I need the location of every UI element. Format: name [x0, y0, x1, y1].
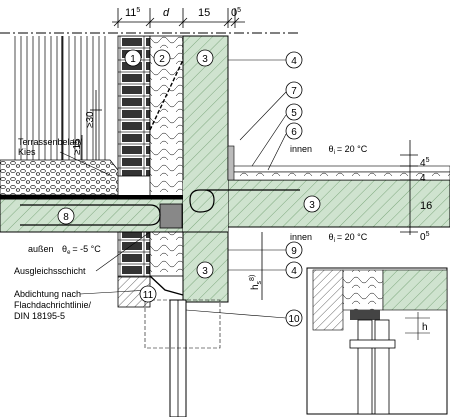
- label-abdichtung-3: DIN 18195-5: [14, 311, 65, 321]
- sealing-membrane: [0, 195, 183, 199]
- dim-15: 15: [198, 7, 210, 19]
- floor-finish: [231, 165, 450, 173]
- terrace-gravel: [0, 159, 119, 196]
- marker-4b: 4: [285, 261, 303, 279]
- label-ausgleich: Ausgleichsschicht: [14, 266, 86, 276]
- marker-3b: 3: [303, 195, 321, 213]
- interior-slab: [227, 179, 450, 228]
- marker-10: 10: [285, 309, 303, 327]
- dim-d: d: [163, 7, 170, 19]
- label-abdichtung-2: Flachdachrichtlinie/: [14, 300, 92, 310]
- marker-3a: 3: [196, 49, 214, 67]
- svg-text:4: 4: [291, 266, 297, 277]
- svg-text:4: 4: [291, 56, 297, 67]
- dim-16: 16: [420, 200, 432, 212]
- label-inside-temp-lower: innen θi= 20 °C: [290, 232, 368, 244]
- marker-7: 7: [285, 81, 303, 99]
- marker-3c: 3: [196, 261, 214, 279]
- svg-text:10: 10: [288, 314, 300, 325]
- label-kies: Kies: [18, 147, 36, 157]
- label-outside-temp: außen θe= -5 °C: [28, 244, 101, 256]
- marker-4a: 4: [285, 51, 303, 69]
- sealing-line-lower: [149, 275, 184, 296]
- svg-text:3: 3: [202, 266, 208, 277]
- detail-reference-box: [144, 299, 221, 349]
- dim-4: 4: [420, 173, 426, 184]
- label-terrace: Terrassenbelag/: [18, 137, 83, 147]
- right-dimension-chain: [400, 140, 418, 235]
- footfall-insulation: [231, 171, 450, 181]
- marker-6: 6: [285, 122, 303, 140]
- rebar-balcony: [20, 204, 161, 226]
- svg-text:11: 11: [143, 290, 154, 301]
- svg-text:3: 3: [202, 54, 208, 65]
- label-abdichtung-1: Abdichtung nach: [14, 289, 81, 299]
- dim-gte30: ≥30: [85, 111, 96, 128]
- svg-text:3: 3: [309, 200, 315, 211]
- left-vertical-dims: [81, 90, 102, 160]
- marker-1: 1: [124, 49, 142, 67]
- detail-inset: h: [306, 267, 448, 415]
- slab-junction: [183, 180, 228, 232]
- brick-facing-lower: [117, 231, 151, 278]
- balcony-slab: [0, 198, 184, 233]
- svg-text:6: 6: [291, 127, 297, 138]
- svg-text:1: 1: [130, 54, 136, 65]
- svg-text:8: 8: [63, 212, 69, 223]
- label-inside-temp-upper: innen θi= 20 °C: [290, 144, 368, 156]
- dim-4-5: 45: [420, 157, 430, 169]
- marker-9: 9: [285, 241, 303, 259]
- top-dimension-chain: [112, 8, 245, 28]
- marker-2: 2: [153, 49, 171, 67]
- leader-lines: [185, 59, 287, 319]
- marker-5: 5: [285, 103, 303, 121]
- insulation-layer: [149, 35, 184, 277]
- edge-strip: [227, 145, 235, 181]
- dim-h: h: [422, 322, 428, 333]
- svg-text:7: 7: [291, 86, 297, 97]
- dim-11-5: 115: [125, 7, 140, 19]
- thermal-break-element: [159, 203, 183, 229]
- dim-0-5: 05: [231, 7, 241, 19]
- dim-0-5-right: 05: [420, 231, 430, 243]
- rebar-interior: [189, 189, 300, 213]
- dim-hs: hs8): [249, 275, 263, 290]
- marker-8: 8: [57, 207, 75, 225]
- svg-text:9: 9: [291, 246, 297, 257]
- marker-11: 11: [139, 285, 157, 303]
- svg-text:5: 5: [291, 108, 297, 119]
- dim-gte15: ≥15: [72, 138, 83, 155]
- svg-text:2: 2: [159, 54, 165, 65]
